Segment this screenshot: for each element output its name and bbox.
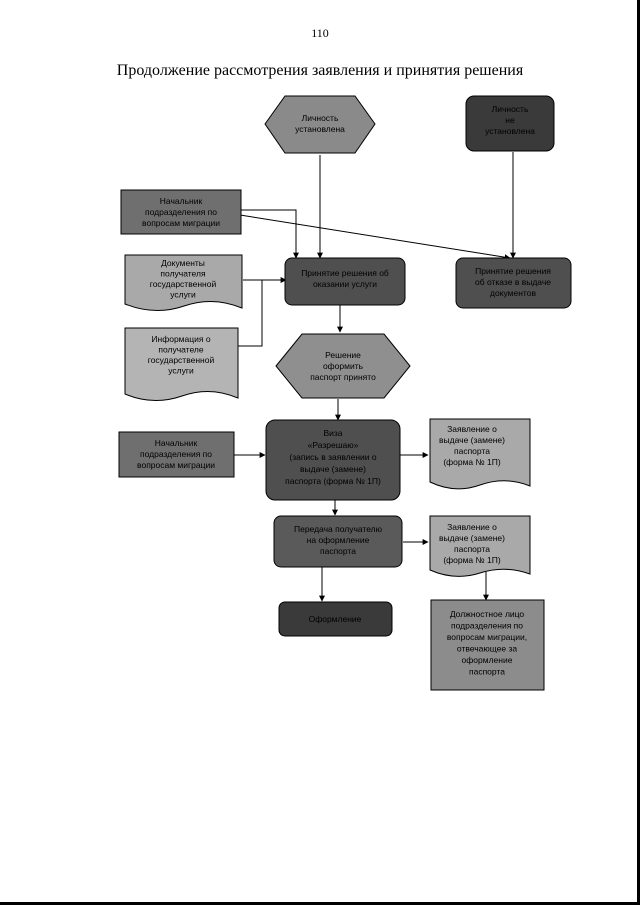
label-line: оформление [462,655,513,665]
page-number: 110 [311,26,329,40]
identity-established-node [264,95,376,154]
connector-information-to-decision [238,280,263,347]
label-line: Заявление о [447,424,497,434]
label-line: паспорта [454,446,490,456]
connector-head-to-refuse [239,214,511,261]
label-line: Документы [161,258,205,268]
label-line: паспорта [454,544,490,554]
shapes [118,95,572,691]
application-form-2-node [429,515,531,577]
decision-refuse-node [455,257,572,309]
label-line: подразделения по [140,449,212,459]
label-line: установлена [295,124,345,134]
label-line: вопросам миграции [142,218,220,228]
end-node [278,601,393,637]
label-line: Виза [323,428,342,438]
label-line: «Разрешаю» [308,440,359,450]
responsible-officer-node [430,599,545,691]
decision-provide-node [284,257,406,306]
label-line: оформить [323,361,364,371]
label-line: Решение [325,350,361,360]
page-title: Продолжение рассмотрения заявления и при… [116,62,524,79]
head-unit-middle-node [118,431,235,478]
label-line: Начальник [160,196,203,206]
label-line: государственной [148,355,215,365]
label-line: (запись в заявлении о [289,452,377,462]
label-line: отвечающее за [457,644,517,654]
label-line: получателя [160,269,206,279]
label-line: государственной [150,279,217,289]
label-line: выдаче (замене) [300,464,366,474]
label-line: вопросам миграции [137,460,215,470]
label-line: подразделения по [451,621,523,631]
label-line: Оформление [309,614,362,624]
label-line: паспорта [320,546,356,556]
transfer-node [273,515,403,568]
label-line: документов [490,288,536,298]
identity-not-established-node [465,95,555,152]
label-line: Принятие решения [475,266,551,276]
recipient-documents-node [124,254,243,311]
connector-head-to-decision [240,209,299,259]
recipient-information-node [124,327,239,401]
label-line: об отказе в выдаче [475,277,551,287]
application-form-1-node [429,418,531,490]
label-line: (форма № 1П) [443,457,501,467]
label-line: получателе [158,345,204,355]
label-line: установлена [485,126,535,136]
label-line: не [505,115,515,125]
label-line: Должностное лицо [450,609,525,619]
label-line: паспорта (форма № 1П) [285,476,381,486]
label-line: паспорт принято [310,372,376,382]
label-line: услуги [168,366,194,376]
label-line: Информация о [151,334,210,344]
end-label: Оформление [309,614,362,624]
label-line: Начальник [155,438,198,448]
label-line: Заявление о [447,522,497,532]
connectors [234,152,516,602]
label-line: выдаче (замене) [439,435,505,445]
head-unit-top-node [120,189,242,235]
label-line: (форма № 1П) [443,555,501,565]
approval-node [265,419,401,501]
label-line: оказании услуги [313,279,377,289]
label-line: Передача получателю [294,524,383,534]
label-line: Личность [302,113,339,123]
label-line: Принятие решения об [301,268,389,278]
label-line: вопросам миграции, [447,632,527,642]
label-line: подразделения по [145,207,217,217]
label-line: выдаче (замене) [439,533,505,543]
label-line: услуги [170,290,196,300]
decision-diamond-node [275,333,411,399]
label-line: паспорта [469,667,505,677]
approval-label: Виза «Разрешаю» (запись в заявлении о выдач… [285,428,381,486]
label-line: на оформление [307,535,370,545]
label-line: Личность [492,104,529,114]
